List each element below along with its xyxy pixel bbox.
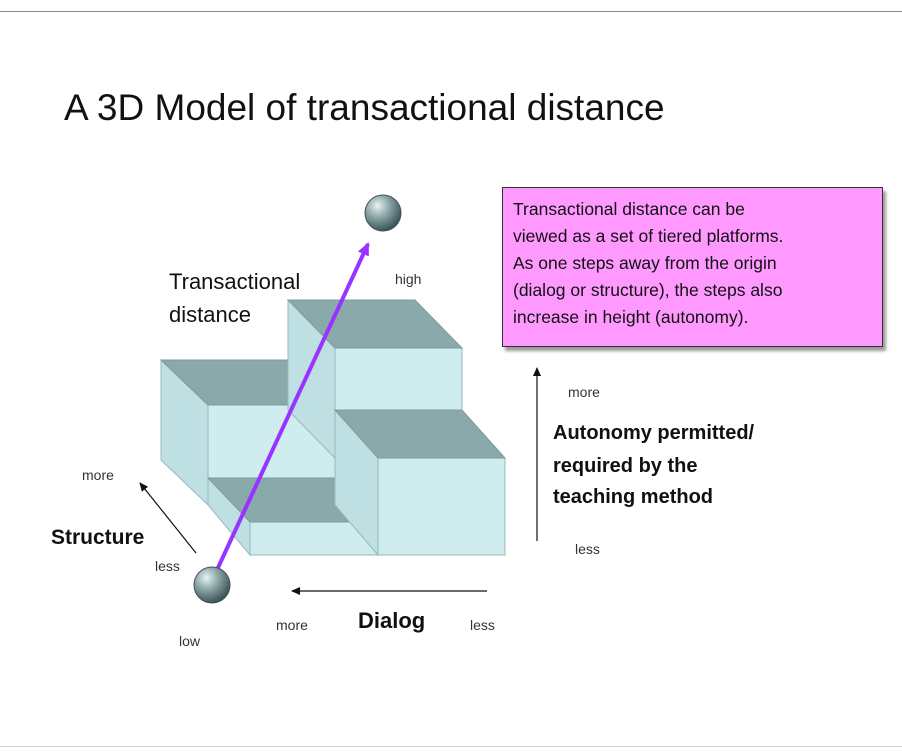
high-distance-sphere [364,194,402,232]
block-front-right-top [333,409,507,459]
distance-low-label: low [179,633,201,649]
callout-line-4: (dialog or structure), the steps also [513,280,783,300]
autonomy-more-label: more [568,384,600,400]
bottom-rule [0,746,902,747]
block-back-right-top [286,299,464,349]
top-rule [0,11,902,12]
structure-more-label: more [82,467,114,483]
tiered-platforms [159,298,507,557]
structure-less-label: less [155,558,180,574]
block-front-right-front-face [377,457,506,556]
distance-high-label: high [395,271,422,287]
transactional-distance-arrow [214,242,370,573]
callout-line-1: Transactional distance can be [513,199,745,219]
callout-line-5: increase in height (autonomy). [513,307,749,327]
autonomy-label-line2: required by the [553,455,698,477]
dialog-more-label: more [276,617,308,633]
origin-sphere [193,566,231,604]
structure-axis-arrow [139,482,197,554]
transactional-distance-label-line2: distance [169,302,251,327]
structure-axis-label: Structure [51,526,145,549]
autonomy-label-line1: Autonomy permitted/ [553,422,755,444]
slide-title: A 3D Model of transactional distance [64,87,665,128]
dialog-less-label: less [470,617,495,633]
dialog-axis-label: Dialog [358,608,426,633]
callout-line-2: viewed as a set of tiered platforms. [513,226,784,246]
transactional-distance-label-line1: Transactional [169,269,301,294]
autonomy-less-label: less [575,541,600,557]
explanation-callout: Transactional distance can be viewed as … [502,187,883,347]
callout-line-3: As one steps away from the origin [513,253,777,273]
autonomy-label-line3: teaching method [553,486,714,508]
